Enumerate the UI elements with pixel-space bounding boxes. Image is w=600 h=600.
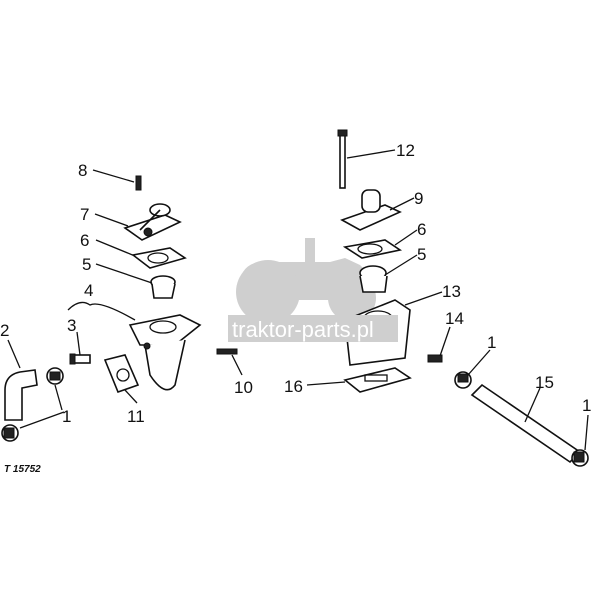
- callout-10: 10: [234, 378, 253, 397]
- clamp-1-left-b: [1, 424, 19, 442]
- callout-6-right: 6: [417, 220, 426, 239]
- clamp-1-right-b: [571, 449, 589, 467]
- callout-1: 1: [62, 407, 71, 426]
- water-outlet-elbow-7: [123, 203, 182, 241]
- callout-12: 12: [396, 141, 415, 160]
- callout-9: 9: [414, 189, 423, 208]
- callout-1-right-a: 1: [487, 333, 496, 352]
- callout-3: 3: [67, 316, 76, 335]
- watermark-text: traktor-parts.pl: [232, 317, 374, 342]
- thermostat-5-right: [359, 265, 388, 293]
- callout-6: 6: [80, 231, 89, 250]
- gasket-16: [343, 367, 412, 393]
- callout-7: 7: [80, 205, 89, 224]
- callout-5-right: 5: [417, 245, 426, 264]
- callout-4: 4: [84, 281, 93, 300]
- watermark-band: traktor-parts.pl: [228, 315, 398, 342]
- callout-15: 15: [535, 373, 554, 392]
- callout-14: 14: [445, 309, 464, 328]
- callout-11: 11: [127, 407, 145, 426]
- callout-2: 2: [0, 321, 9, 340]
- clamp-1-right-a: [454, 371, 472, 389]
- figure-id: T 15752: [4, 464, 41, 475]
- water-outlet-9: [340, 189, 402, 231]
- callout-8: 8: [78, 161, 87, 180]
- thermostat-5-left: [150, 275, 176, 299]
- fitting-3: [69, 353, 91, 365]
- leader-lines: [7, 149, 589, 451]
- gasket-11: [103, 354, 140, 394]
- bolt-10: [216, 348, 238, 355]
- bolt-8: [135, 175, 142, 191]
- callout-5: 5: [82, 255, 91, 274]
- clamp-1-left-a: [46, 367, 64, 385]
- hose-15: [470, 383, 582, 464]
- gasket-6-right: [342, 239, 403, 259]
- callout-13: 13: [442, 282, 461, 301]
- callout-1-right-b: 1: [582, 396, 591, 415]
- bolt-12: [337, 129, 348, 189]
- housing-4: [128, 314, 202, 391]
- hose-2: [4, 369, 38, 421]
- gasket-6-left: [131, 247, 187, 269]
- callout-16: 16: [284, 377, 303, 396]
- fitting-14: [427, 354, 443, 363]
